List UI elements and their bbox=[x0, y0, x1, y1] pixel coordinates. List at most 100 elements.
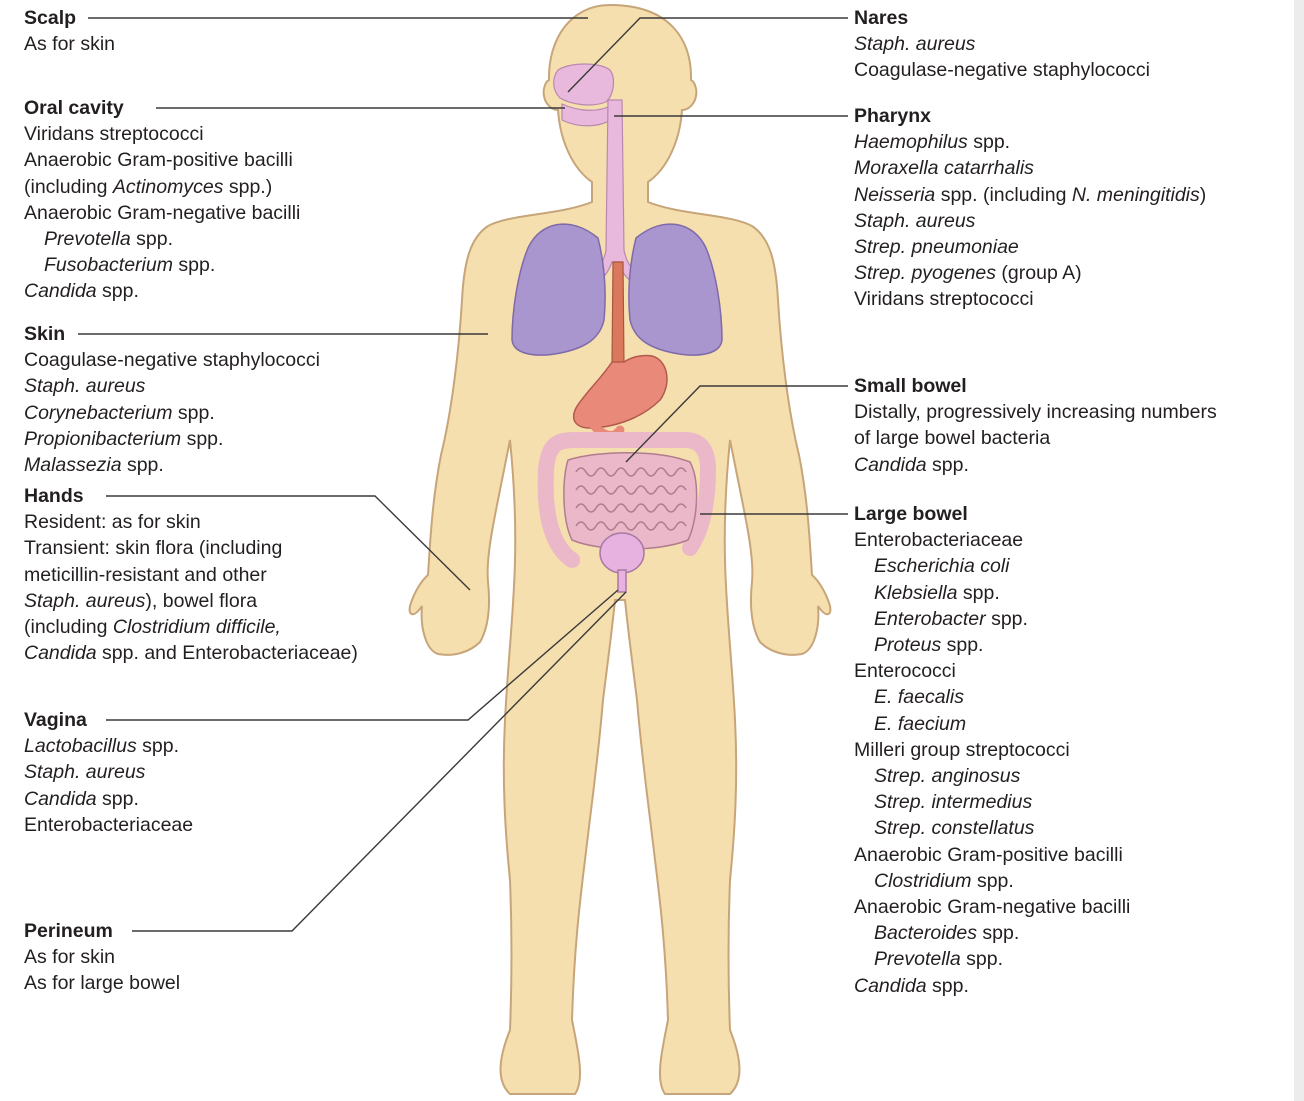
organism-name-italic: Staph. aureus bbox=[24, 590, 145, 612]
organism-line: Viridans streptococci bbox=[24, 121, 300, 147]
organism-text: Transient: skin flora (including bbox=[24, 537, 282, 559]
organism-line: Proteus spp. bbox=[854, 632, 1130, 658]
organism-text: spp. (including bbox=[935, 184, 1072, 206]
organism-name-italic: Corynebacterium bbox=[24, 402, 172, 424]
organism-line: Milleri group streptococci bbox=[854, 737, 1130, 763]
esophagus bbox=[612, 262, 624, 365]
label-title: Scalp bbox=[24, 5, 115, 31]
organism-text: spp. bbox=[181, 428, 223, 450]
organism-name-italic: Staph. aureus bbox=[24, 375, 145, 397]
organism-name-italic: Strep. anginosus bbox=[874, 765, 1020, 787]
organism-text: spp. bbox=[977, 922, 1019, 944]
organism-text: (including bbox=[24, 176, 113, 198]
organism-text: meticillin-resistant and other bbox=[24, 564, 267, 586]
organism-text: Resident: as for skin bbox=[24, 511, 201, 533]
organism-name-italic: Candida bbox=[854, 975, 927, 997]
label-oral-cavity: Oral cavityViridans streptococciAnaerobi… bbox=[24, 95, 300, 305]
organism-text: spp.) bbox=[223, 176, 272, 198]
organism-line: Propionibacterium spp. bbox=[24, 426, 320, 452]
organism-text: Coagulase-negative staphylococci bbox=[854, 59, 1150, 81]
organism-name-italic: Strep. pneumoniae bbox=[854, 236, 1019, 258]
organism-line: Prevotella spp. bbox=[854, 946, 1130, 972]
organism-name-italic: Staph. aureus bbox=[24, 761, 145, 783]
organism-text: spp. bbox=[941, 634, 983, 656]
organism-line: As for skin bbox=[24, 31, 115, 57]
organism-name-italic: E. faecium bbox=[874, 713, 966, 735]
organism-name-italic: Bacteroides bbox=[874, 922, 977, 944]
organism-line: Strep. constellatus bbox=[854, 815, 1130, 841]
label-large-bowel: Large bowelEnterobacteriaceaeEscherichia… bbox=[854, 501, 1130, 999]
organism-line: Strep. anginosus bbox=[854, 763, 1130, 789]
organism-line: Distally, progressively increasing numbe… bbox=[854, 399, 1217, 425]
organism-text: Milleri group streptococci bbox=[854, 739, 1070, 761]
organism-text: ), bowel flora bbox=[145, 590, 257, 612]
organism-line: Strep. pyogenes (group A) bbox=[854, 260, 1206, 286]
label-title: Large bowel bbox=[854, 501, 1130, 527]
organism-line: Candida spp. bbox=[854, 973, 1130, 999]
organism-text: of large bowel bacteria bbox=[854, 427, 1050, 449]
organism-name-italic: E. faecalis bbox=[874, 686, 964, 708]
organism-text: spp. bbox=[957, 582, 999, 604]
organism-line: Lactobacillus spp. bbox=[24, 733, 193, 759]
organism-name-italic: Fusobacterium bbox=[44, 254, 173, 276]
organism-text: Enterobacteriaceae bbox=[24, 814, 193, 836]
organism-line: Strep. pneumoniae bbox=[854, 234, 1206, 260]
organism-text: spp. bbox=[97, 280, 139, 302]
label-skin: SkinCoagulase-negative staphylococciStap… bbox=[24, 321, 320, 478]
organism-name-italic: Strep. constellatus bbox=[874, 817, 1034, 839]
organism-name-italic: Strep. intermedius bbox=[874, 791, 1032, 813]
label-small-bowel: Small bowelDistally, progressively incre… bbox=[854, 373, 1217, 478]
organism-name-italic: Proteus bbox=[874, 634, 941, 656]
label-title: Oral cavity bbox=[24, 95, 300, 121]
organism-line: Anaerobic Gram-positive bacilli bbox=[24, 147, 300, 173]
organism-text: Anaerobic Gram-negative bacilli bbox=[24, 202, 300, 224]
label-title: Vagina bbox=[24, 707, 193, 733]
organism-name-italic: Clostridium difficile, bbox=[113, 616, 281, 638]
organism-text: spp. bbox=[927, 454, 969, 476]
label-title: Small bowel bbox=[854, 373, 1217, 399]
organism-line: (including Clostridium difficile, bbox=[24, 614, 358, 640]
organism-text: spp. bbox=[173, 254, 215, 276]
organism-line: Enterobacteriaceae bbox=[854, 527, 1130, 553]
organism-line: Resident: as for skin bbox=[24, 509, 358, 535]
organism-line: Neisseria spp. (including N. meningitidi… bbox=[854, 182, 1206, 208]
organism-text: spp. bbox=[961, 948, 1003, 970]
organism-line: Candida spp. and Enterobacteriaceae) bbox=[24, 640, 358, 666]
organism-line: As for large bowel bbox=[24, 970, 180, 996]
label-title: Perineum bbox=[24, 918, 180, 944]
organism-line: Klebsiella spp. bbox=[854, 580, 1130, 606]
organism-line: Staph. aureus bbox=[24, 759, 193, 785]
organism-text: As for skin bbox=[24, 946, 115, 968]
organism-line: Candida spp. bbox=[24, 278, 300, 304]
organism-line: Anaerobic Gram-negative bacilli bbox=[24, 200, 300, 226]
organism-text: (including bbox=[24, 616, 113, 638]
urethra bbox=[618, 570, 626, 592]
organism-line: Corynebacterium spp. bbox=[24, 400, 320, 426]
organism-name-italic: Staph. aureus bbox=[854, 33, 975, 55]
organism-name-italic: Staph. aureus bbox=[854, 210, 975, 232]
organism-text: spp. bbox=[137, 735, 179, 757]
organism-name-italic: Candida bbox=[24, 280, 97, 302]
label-pharynx: PharynxHaemophilus spp.Moraxella catarrh… bbox=[854, 103, 1206, 313]
organism-line: Staph. aureus bbox=[24, 373, 320, 399]
organism-text: spp. bbox=[927, 975, 969, 997]
organism-text: Enterobacteriaceae bbox=[854, 529, 1023, 551]
organism-line: Enterobacter spp. bbox=[854, 606, 1130, 632]
organism-line: Haemophilus spp. bbox=[854, 129, 1206, 155]
organism-line: E. faecalis bbox=[854, 684, 1130, 710]
organism-name-italic: Malassezia bbox=[24, 454, 122, 476]
bladder bbox=[600, 533, 644, 573]
organism-text: spp. bbox=[968, 131, 1010, 153]
organism-text: Viridans streptococci bbox=[854, 288, 1034, 310]
right-edge-panel bbox=[1294, 0, 1304, 1101]
organism-line: of large bowel bacteria bbox=[854, 425, 1217, 451]
organism-name-italic: N. meningitidis bbox=[1072, 184, 1200, 206]
organism-text: As for skin bbox=[24, 33, 115, 55]
organism-name-italic: Lactobacillus bbox=[24, 735, 137, 757]
organism-name-italic: Prevotella bbox=[44, 228, 131, 250]
label-title: Nares bbox=[854, 5, 1150, 31]
organism-line: As for skin bbox=[24, 944, 180, 970]
organism-text: spp. bbox=[97, 788, 139, 810]
